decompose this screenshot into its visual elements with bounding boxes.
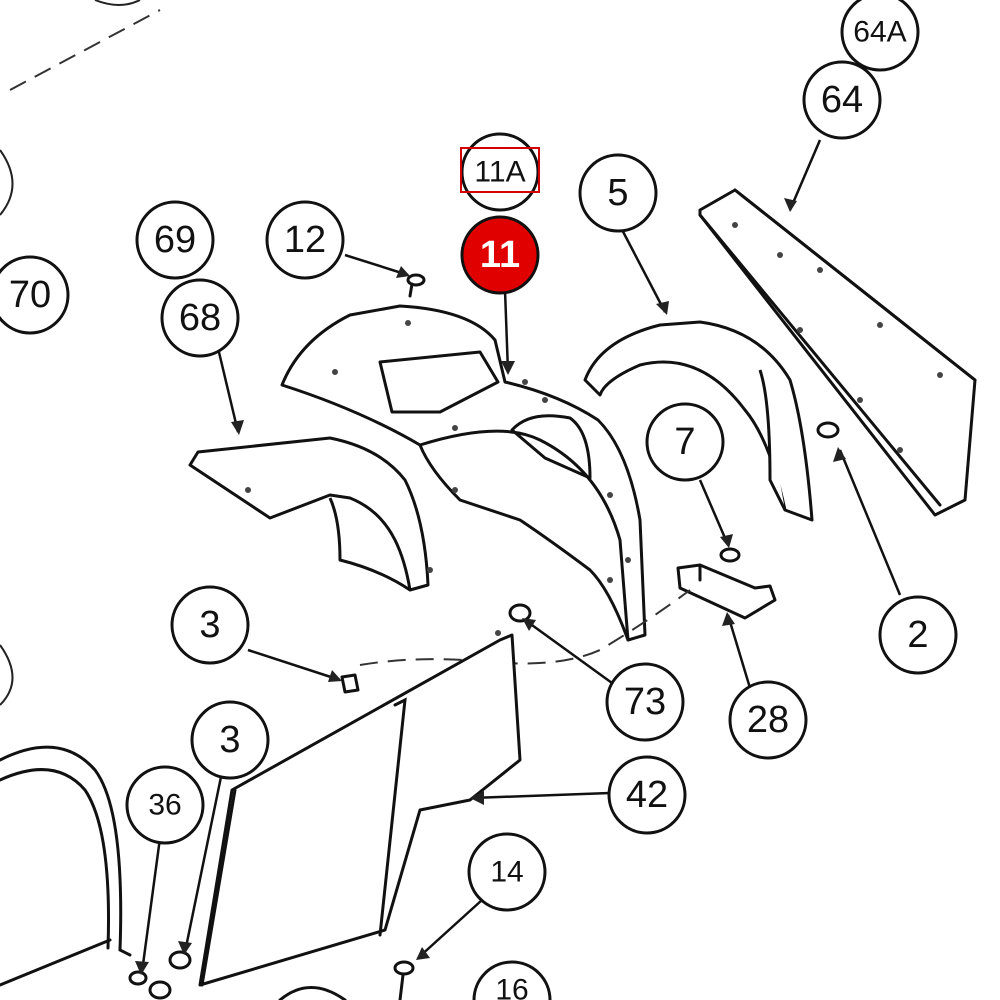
dashed-reference-line bbox=[359, 589, 691, 666]
callout-14[interactable]: 14 bbox=[467, 832, 547, 912]
callout-5[interactable]: 5 bbox=[578, 153, 658, 233]
callout-42[interactable]: 42 bbox=[607, 755, 687, 835]
callout-36[interactable]: 36 bbox=[125, 765, 205, 845]
callout-7[interactable]: 7 bbox=[645, 402, 725, 482]
left-arch-fragment bbox=[0, 745, 132, 987]
part-7-nut bbox=[719, 547, 741, 563]
leader-11 bbox=[503, 289, 510, 373]
svg-text:73: 73 bbox=[624, 681, 666, 723]
svg-text:28: 28 bbox=[747, 699, 789, 741]
selection-box bbox=[460, 147, 540, 193]
leader-7 bbox=[698, 479, 730, 546]
callout-70[interactable]: 70 bbox=[0, 255, 70, 335]
svg-text:14: 14 bbox=[490, 856, 523, 889]
part-2-nut bbox=[816, 421, 840, 439]
callout-3-lower[interactable]: 3 bbox=[190, 700, 270, 780]
edge-fragment bbox=[0, 644, 14, 706]
svg-text:64A: 64A bbox=[853, 16, 906, 49]
leader-3-upper bbox=[247, 648, 341, 682]
callout-64a[interactable]: 64A bbox=[840, 0, 920, 72]
leader-14 bbox=[417, 899, 483, 959]
part-68-fender bbox=[188, 436, 433, 592]
callout-11a[interactable]: 11A bbox=[460, 132, 540, 212]
part-11-main-fender bbox=[280, 304, 647, 642]
leader-5 bbox=[616, 221, 667, 313]
callout-16[interactable]: 16 bbox=[472, 960, 552, 1000]
edge-fragment bbox=[0, 149, 14, 216]
leader-64 bbox=[788, 139, 822, 211]
callout-73[interactable]: 73 bbox=[605, 662, 685, 742]
leader-12 bbox=[344, 253, 409, 277]
part-3-clip-upper bbox=[340, 673, 360, 694]
callout-2[interactable]: 2 bbox=[878, 595, 958, 675]
dashed-reference-line bbox=[9, 9, 161, 91]
callout-28[interactable]: 28 bbox=[728, 680, 808, 760]
edge-fragment bbox=[94, 0, 141, 6]
svg-text:70: 70 bbox=[9, 274, 51, 316]
svg-text:11: 11 bbox=[480, 234, 520, 276]
svg-text:7: 7 bbox=[674, 421, 695, 463]
leader-73 bbox=[524, 618, 613, 685]
svg-text:64: 64 bbox=[821, 79, 863, 121]
part-5-fender bbox=[583, 320, 814, 522]
callout-11[interactable]: 11 bbox=[460, 215, 540, 295]
part-12-bolt bbox=[406, 273, 426, 298]
part-3-clip-lower bbox=[168, 950, 192, 970]
svg-text:69: 69 bbox=[154, 219, 196, 261]
part-28-bracket bbox=[676, 563, 777, 620]
part-73-nut bbox=[508, 603, 532, 623]
svg-text:36: 36 bbox=[148, 789, 181, 822]
svg-text:2: 2 bbox=[907, 614, 928, 656]
callout-12[interactable]: 12 bbox=[265, 200, 345, 280]
callout-68[interactable]: 68 bbox=[160, 278, 240, 358]
arrowheads bbox=[135, 198, 846, 975]
leader-28 bbox=[726, 614, 752, 689]
leader-36 bbox=[140, 837, 162, 973]
callout-69[interactable]: 69 bbox=[135, 200, 215, 280]
svg-text:3: 3 bbox=[219, 719, 240, 761]
svg-text:5: 5 bbox=[607, 172, 628, 214]
callout-64[interactable]: 64 bbox=[802, 60, 882, 140]
part-64-plate bbox=[698, 188, 977, 517]
leader-2 bbox=[838, 449, 902, 596]
leader-3-lower bbox=[183, 771, 224, 953]
callout-3-upper[interactable]: 3 bbox=[170, 585, 250, 665]
svg-text:3: 3 bbox=[199, 604, 220, 646]
svg-text:68: 68 bbox=[179, 297, 221, 339]
svg-text:16: 16 bbox=[495, 974, 528, 1000]
part-36-hardware bbox=[128, 970, 172, 1000]
svg-text:12: 12 bbox=[284, 219, 326, 261]
svg-text:11A: 11A bbox=[474, 156, 525, 189]
callout-partial-bottom bbox=[278, 986, 347, 1000]
leader-42 bbox=[471, 791, 611, 800]
leader-68 bbox=[216, 347, 240, 433]
part-14-bolt bbox=[393, 960, 415, 1000]
part-42-panel bbox=[198, 630, 522, 987]
svg-text:42: 42 bbox=[626, 774, 668, 816]
